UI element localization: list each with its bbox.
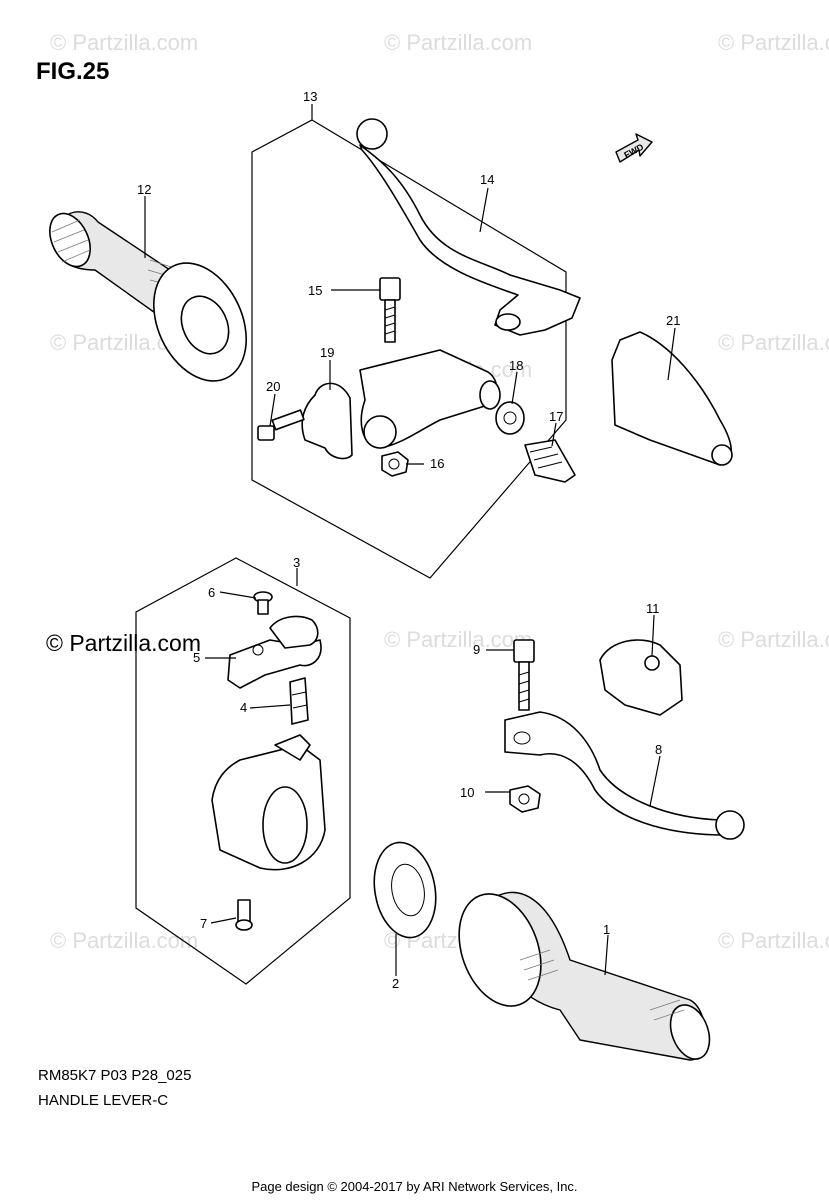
watermark-text: © Partzilla.com — [718, 928, 829, 953]
collar-2-part — [373, 841, 437, 939]
clip-4-part — [289, 677, 309, 725]
watermark-text: © Partzilla.com — [718, 330, 829, 355]
callout-6: 6 — [208, 585, 215, 600]
leader-lines — [144, 104, 676, 976]
callout-9: 9 — [473, 642, 480, 657]
callout-8: 8 — [655, 742, 662, 757]
watermarks: © Partzilla.com © Partzilla.com © Partzi… — [50, 30, 829, 953]
watermark-text: © Partzilla.com — [384, 30, 532, 55]
callout-20: 20 — [266, 379, 280, 394]
screw-7-part — [235, 899, 253, 931]
callout-3: 3 — [293, 555, 300, 570]
clamp-5-part — [227, 615, 322, 689]
callout-17: 17 — [549, 409, 563, 424]
switch-housing-part — [211, 734, 326, 871]
callout-10: 10 — [460, 785, 474, 800]
nut-16-part — [381, 451, 409, 477]
fwd-arrow-icon: FWD — [615, 133, 653, 163]
watermark-text: © Partzilla.com — [50, 30, 198, 55]
watermark-text: © Partzilla.com — [718, 627, 829, 652]
group-13-frame — [251, 119, 567, 579]
screw-20-part — [257, 409, 305, 441]
figure-title: FIG.25 — [36, 58, 110, 85]
adjuster-17-part — [524, 439, 576, 483]
bolt-15-part — [379, 277, 401, 343]
nut-10-part — [509, 785, 541, 813]
callout-16: 16 — [430, 456, 444, 471]
group-3-frame — [135, 557, 351, 985]
watermark-text: © Partzilla.com — [50, 928, 198, 953]
bolt-9-part — [513, 639, 535, 711]
callout-19: 19 — [320, 345, 334, 360]
callout-14: 14 — [480, 172, 494, 187]
callout-21: 21 — [666, 313, 680, 328]
page-footer: Page design © 2004-2017 by ARI Network S… — [251, 1179, 578, 1194]
callout-11: 11 — [646, 601, 660, 616]
callout-7: 7 — [200, 916, 207, 931]
callout-2: 2 — [392, 976, 399, 991]
callout-18: 18 — [509, 358, 523, 373]
screw-6-part — [253, 591, 273, 615]
lever-14-part — [356, 118, 581, 336]
partzilla-logo: © Partzilla.com — [46, 630, 201, 656]
nut-18-part — [495, 401, 525, 435]
callout-numbers: 1 2 3 4 5 6 7 8 9 10 11 12 13 14 15 16 1… — [137, 89, 680, 991]
grip-right-part — [458, 891, 711, 1061]
callout-15: 15 — [308, 283, 322, 298]
cover-11-part — [599, 639, 683, 716]
callout-12: 12 — [137, 182, 151, 197]
callout-4: 4 — [240, 700, 247, 715]
diagram-caption: HANDLE LEVER-C — [38, 1092, 169, 1109]
perch-19-part — [301, 349, 501, 460]
cover-21-part — [611, 331, 733, 466]
callout-1: 1 — [603, 922, 610, 937]
grip-left-part — [49, 211, 248, 382]
watermark-text: © Partzilla.com — [718, 30, 829, 55]
callout-5: 5 — [193, 650, 200, 665]
watermark-text: © Partzilla.com — [384, 627, 532, 652]
diagram-code: RM85K7 P03 P28_025 — [38, 1067, 192, 1084]
lever-8-part — [504, 711, 745, 840]
callout-13: 13 — [303, 89, 317, 104]
